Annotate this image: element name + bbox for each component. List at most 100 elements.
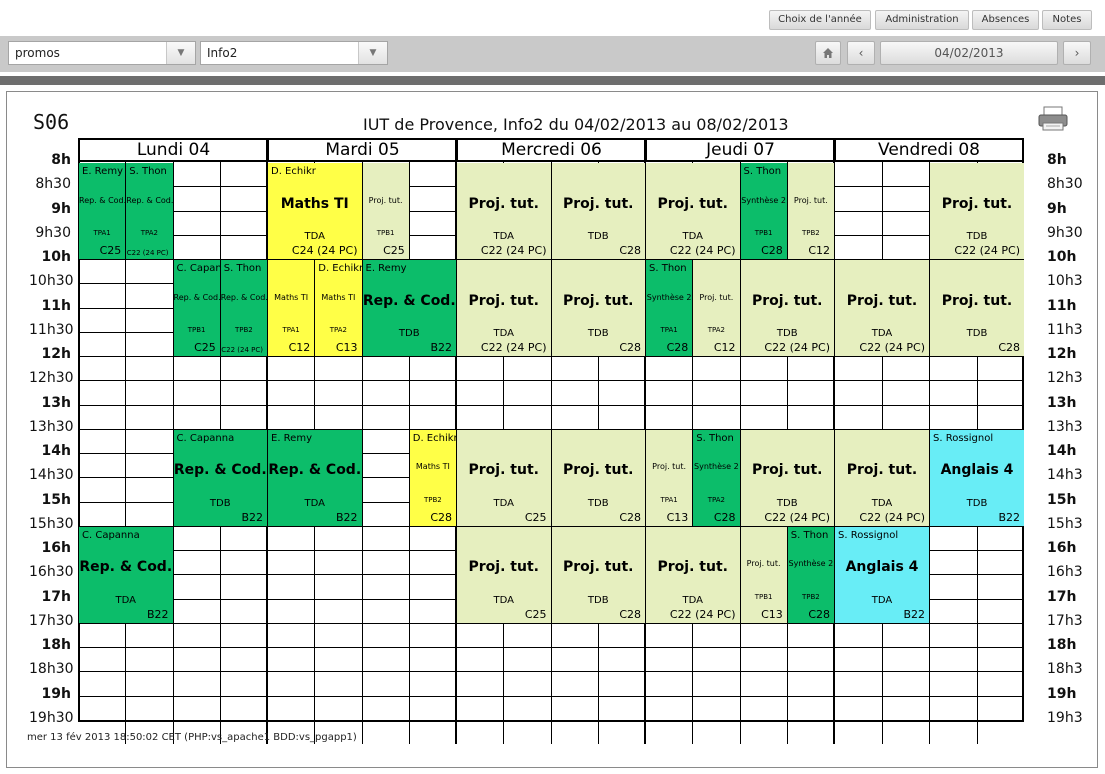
time-label-right: 14h3 [1047,467,1083,484]
course-group: TDB [209,497,231,509]
course-room: C28 [619,244,641,257]
home-button[interactable] [815,41,841,65]
course-subject: Proj. tut. [846,292,918,309]
course-group: TPB1 [754,229,773,237]
group-select[interactable]: Info2 ▼ [200,41,388,65]
nav-tab-notes[interactable]: Notes [1042,10,1092,30]
course-room: B22 [903,607,925,621]
next-week-button[interactable]: › [1063,41,1091,65]
course-teacher: D. Echikr [412,432,456,444]
course-teacher: S. Thon [129,166,167,177]
course-room: C12 [288,341,311,354]
nav-tab-absences[interactable]: Absences [972,10,1039,30]
course-group: TDA [304,231,325,242]
date-field[interactable]: 04/02/2013 [880,41,1058,65]
course-room: B22 [241,510,263,524]
course-room: C22 (24 PC) [764,510,830,524]
time-label-left: 10h30 [29,273,74,290]
time-label-left: 16h [41,540,71,556]
course-room: B22 [335,510,358,524]
printer-icon[interactable] [1037,106,1069,132]
course-subject: Proj. tut. [941,292,1013,309]
course-subject: Rep. & Cod. [79,559,173,576]
course-room: C24 (24 PC) [291,244,358,257]
course-room: C13 [761,607,783,621]
course-subject: Rep. & Cod. [79,195,126,205]
course-subject: Proj. tut. [563,462,634,479]
time-label-right: 18h [1047,637,1077,653]
course-room: C28 [761,244,783,257]
course-subject: Proj. tut. [752,462,823,479]
course-room: C28 [666,341,689,354]
time-label-left: 12h [41,346,71,362]
course-group: TDA [871,328,893,339]
time-label-left: 13h30 [29,418,74,435]
time-label-right: 17h3 [1047,612,1083,629]
course-subject: Proj. tut. [752,292,823,309]
nav-tab-administration[interactable]: Administration [875,10,969,30]
time-label-right: 15h [1047,491,1077,508]
course-teacher: S. Thon [696,432,734,444]
course-room: C22 (24 PC) [669,607,736,621]
course-teacher: S. Rossignol [838,529,899,541]
time-label-left: 13h [41,394,71,411]
course-subject: Rep. & Cod. [173,462,267,479]
course-subject: Proj. tut. [657,559,728,576]
course-group: TDB [966,231,988,242]
time-label-right: 18h3 [1047,661,1083,678]
day-divider [266,138,268,744]
chevron-down-icon[interactable]: ▼ [358,42,387,64]
course-group: TPB1 [187,326,206,334]
time-label-right: 10h [1047,249,1077,265]
prev-week-button[interactable]: ‹ [847,41,875,65]
footer-timestamp: mer 13 fév 2013 18:50:02 CET (PHP:vs_apa… [27,732,357,743]
course-subject: Maths TI [274,292,309,302]
separator-bar [0,76,1105,85]
chevron-down-icon[interactable]: ▼ [166,42,195,64]
promo-select[interactable]: promos ▼ [8,41,196,65]
time-label-left: 12h30 [29,370,74,387]
nav-tab-year[interactable]: Choix de l'année [769,10,871,30]
course-group: TDB [587,231,609,242]
course-room: C28 [619,510,641,524]
